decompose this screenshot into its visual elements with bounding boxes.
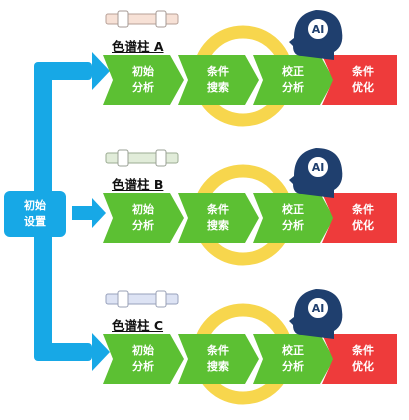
step-b-2: 条件搜索 xyxy=(188,202,248,234)
start-label: 初始 设置 xyxy=(4,198,66,230)
step-b-1: 初始分析 xyxy=(113,202,173,234)
step-b-4-line1: 条件 xyxy=(352,203,374,216)
step-c-4-line2: 优化 xyxy=(352,360,374,373)
step-a-3-line2: 分析 xyxy=(282,81,304,94)
start-box xyxy=(4,191,66,237)
row-a-graphics xyxy=(103,10,397,127)
step-c-2-line1: 条件 xyxy=(207,344,229,357)
column-title-a: 色谱柱 A xyxy=(112,39,164,54)
step-b-3-line1: 校正 xyxy=(282,203,304,216)
step-c-4-line1: 条件 xyxy=(352,344,374,357)
step-a-1-line1: 初始 xyxy=(132,65,154,78)
step-a-4: 条件优化 xyxy=(332,64,394,96)
column-title-c: 色谱柱 C xyxy=(112,318,164,333)
start-label-line1: 初始 xyxy=(24,199,46,212)
step-a-2: 条件搜索 xyxy=(188,64,248,96)
step-b-1-line2: 分析 xyxy=(132,219,154,232)
step-b-4-line2: 优化 xyxy=(352,219,374,232)
ai-badge-a: AI xyxy=(312,23,325,36)
step-b-3: 校正分析 xyxy=(263,202,323,234)
step-a-3-line1: 校正 xyxy=(282,65,304,78)
step-a-4-line1: 条件 xyxy=(352,65,374,78)
step-b-1-line1: 初始 xyxy=(132,203,154,216)
step-b-3-line2: 分析 xyxy=(282,219,304,232)
column-title-b: 色谱柱 B xyxy=(112,177,164,192)
step-a-4-line2: 优化 xyxy=(352,81,374,94)
step-c-1: 初始分析 xyxy=(113,343,173,375)
start-label-line2: 设置 xyxy=(24,215,46,228)
step-a-2-line1: 条件 xyxy=(207,65,229,78)
step-c-2: 条件搜索 xyxy=(188,343,248,375)
step-c-3-line1: 校正 xyxy=(282,344,304,357)
step-a-3: 校正分析 xyxy=(263,64,323,96)
step-c-2-line2: 搜索 xyxy=(207,360,229,373)
step-c-1-line2: 分析 xyxy=(132,360,154,373)
step-b-2-line1: 条件 xyxy=(207,203,229,216)
step-a-1: 初始分析 xyxy=(113,64,173,96)
step-b-2-line2: 搜索 xyxy=(207,219,229,232)
step-c-4: 条件优化 xyxy=(332,343,394,375)
step-a-1-line2: 分析 xyxy=(132,81,154,94)
row-b-graphics xyxy=(103,148,397,266)
step-b-4: 条件优化 xyxy=(332,202,394,234)
ai-badge-c: AI xyxy=(312,302,325,315)
step-a-2-line2: 搜索 xyxy=(207,81,229,94)
step-c-1-line1: 初始 xyxy=(132,344,154,357)
row-c-graphics xyxy=(103,289,397,405)
step-c-3: 校正分析 xyxy=(263,343,323,375)
step-c-3-line2: 分析 xyxy=(282,360,304,373)
ai-badge-b: AI xyxy=(312,161,325,174)
